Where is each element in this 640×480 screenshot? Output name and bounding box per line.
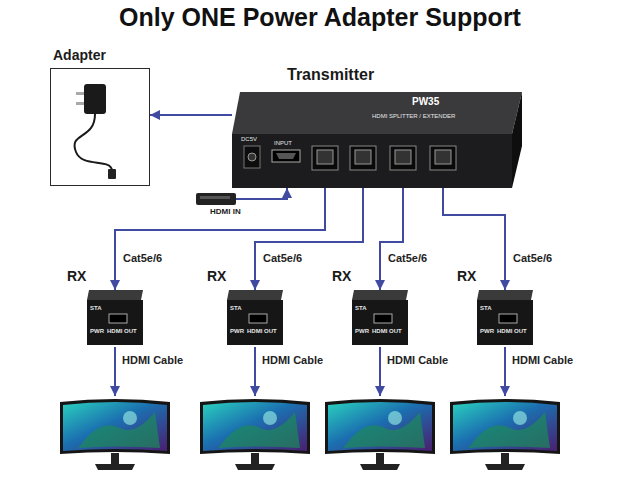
adapter-body <box>84 84 106 114</box>
port-label: DC5V <box>241 136 257 143</box>
cable-connector <box>443 188 505 290</box>
port-label: INPUT <box>274 140 292 147</box>
receiver-picture <box>352 290 408 345</box>
dc-jack-hole <box>248 153 256 161</box>
hdmi-source-stripe <box>200 196 230 199</box>
device-caption: HDMI SPLITTER / EXTENDER <box>372 113 455 120</box>
adapter-box: Adapter <box>50 68 150 186</box>
receiver-unit: RX <box>87 290 143 345</box>
monitor <box>60 399 170 470</box>
led-label: PWR <box>230 328 244 335</box>
node-heading: RX <box>457 268 476 284</box>
node-heading: Adapter <box>53 47 106 63</box>
rj45-inner <box>435 150 451 164</box>
led-label: PWR <box>90 328 104 335</box>
port-label: HDMI OUT <box>107 328 137 335</box>
cable-label: Cat5e/6 <box>261 252 304 265</box>
led-label: STA <box>480 305 492 312</box>
hdmi-source-body <box>196 193 236 205</box>
hdmi-source: HDMI IN <box>196 193 236 205</box>
rj45-port <box>312 146 338 170</box>
cable-label: Cat5e/6 <box>386 252 429 265</box>
cable-label: Cat5e/6 <box>121 252 164 265</box>
rj45-inner <box>317 150 333 164</box>
receiver-unit: RX <box>352 290 408 345</box>
barrel-plug <box>108 169 116 179</box>
hdmi-cable-arrow <box>379 347 381 396</box>
led-label: STA <box>355 305 367 312</box>
hdmi-port <box>272 150 300 162</box>
rj45-port <box>390 146 416 170</box>
node-heading: RX <box>332 268 351 284</box>
hdmi-port <box>249 314 267 323</box>
receiver-front <box>352 300 408 345</box>
node-heading: Transmitter <box>287 66 374 84</box>
monitor <box>450 399 560 470</box>
receiver-picture <box>477 290 533 345</box>
transmitter-side <box>512 92 522 188</box>
receiver-top <box>352 290 408 300</box>
receiver-front <box>227 300 283 345</box>
receiver-unit: RX <box>477 290 533 345</box>
receiver-picture <box>87 290 143 345</box>
transmitter-top <box>232 92 522 134</box>
hdmi-port-inner <box>276 153 296 159</box>
cable-label: HDMI Cable <box>512 354 573 367</box>
rj45-inner <box>395 150 411 164</box>
cable-connector <box>380 188 403 290</box>
hdmi-port <box>499 314 517 323</box>
receiver-front <box>477 300 533 345</box>
cable-label: HDMI Cable <box>387 354 448 367</box>
receiver-picture <box>227 290 283 345</box>
diagram-title: Only ONE Power Adapter Support <box>0 2 640 32</box>
monitor <box>325 399 435 470</box>
node-heading: RX <box>207 268 226 284</box>
monitor <box>200 399 310 470</box>
cable-connector <box>255 188 363 290</box>
hdmi-port <box>109 314 127 323</box>
port-label: HDMI OUT <box>247 328 277 335</box>
receiver-front <box>87 300 143 345</box>
cable-connector <box>150 114 232 116</box>
receiver-top <box>87 290 143 300</box>
transmitter-front <box>232 134 512 188</box>
plug-prong <box>76 102 85 105</box>
cable-label: HDMI Cable <box>122 354 183 367</box>
receiver-top <box>227 290 283 300</box>
receiver-unit: RX <box>227 290 283 345</box>
led-label: STA <box>230 305 242 312</box>
hdmi-cable-arrow <box>254 347 256 396</box>
cable-connector <box>115 188 325 290</box>
led-label: PWR <box>480 328 494 335</box>
cable-connector <box>236 188 287 199</box>
adapter-cable <box>75 114 112 170</box>
rj45-port <box>430 146 456 170</box>
node-heading: RX <box>67 268 86 284</box>
hdmi-cable-arrow <box>114 347 116 396</box>
hdmi-port <box>374 314 392 323</box>
port-label: HDMI OUT <box>497 328 527 335</box>
model-name: PW35 <box>412 96 439 108</box>
plug-prong <box>76 92 85 95</box>
led-label: STA <box>90 305 102 312</box>
led-label: PWR <box>355 328 369 335</box>
cable-label: HDMI Cable <box>262 354 323 367</box>
receiver-top <box>477 290 533 300</box>
port-label: HDMI OUT <box>372 328 402 335</box>
hdmi-cable-arrow <box>504 347 506 396</box>
cable-label: Cat5e/6 <box>511 252 554 265</box>
rj45-inner <box>355 150 371 164</box>
port-label: HDMI IN <box>210 207 241 216</box>
dc-jack <box>244 146 260 168</box>
rj45-port <box>350 146 376 170</box>
